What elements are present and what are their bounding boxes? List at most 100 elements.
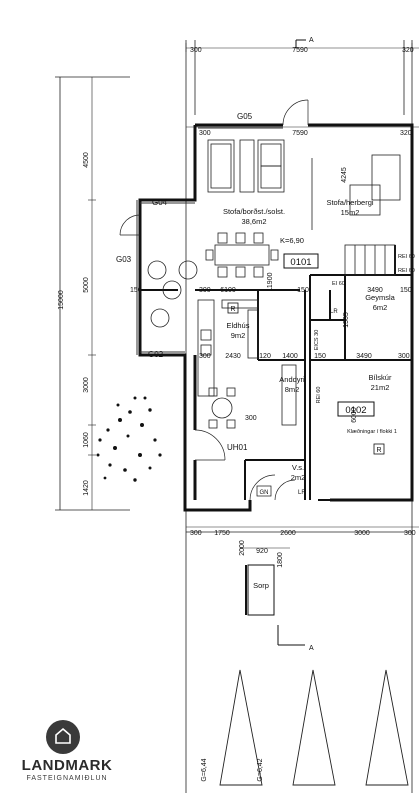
room-vs-area: 2m2 — [291, 473, 306, 482]
dim-bot-1800: 1800 — [277, 552, 284, 568]
dim-top-300-c: 300 — [199, 287, 211, 294]
level-g644: G=6,44 — [201, 758, 208, 781]
sorp-bin — [245, 564, 275, 616]
sofa-group — [207, 139, 313, 230]
level-k690: K=6,90 — [280, 236, 304, 245]
room-geymsla-name: Geymsla — [365, 293, 395, 302]
room-stofa-name: Stofa/borðst./solst. — [223, 207, 285, 216]
dim-15000: 15000 — [58, 290, 65, 310]
dim-bot-2600: 2600 — [280, 530, 296, 537]
parking-triangles — [219, 669, 409, 786]
room-anddyri-area: 8m2 — [285, 385, 300, 394]
brand-logo-icon — [46, 720, 80, 754]
top-dimension-lines — [185, 43, 419, 128]
bedroom-furniture — [349, 154, 401, 216]
dim-mid-6100: 6100 — [220, 287, 236, 294]
dim-bot-2000: 2000 — [239, 540, 246, 556]
dim-wall-top: 7590 — [292, 130, 308, 137]
section-mark-bottom — [277, 625, 305, 646]
r-marker-b: R — [376, 447, 381, 454]
r-marker-box-a — [227, 302, 239, 314]
kitchen-table — [208, 387, 236, 429]
room-eldhus-name: Eldhús — [227, 321, 250, 330]
dim-320-top: 320 — [402, 47, 414, 54]
room-herbergi-name: Stofa/herbergi — [326, 198, 373, 207]
dim-k2-120: 120 — [259, 353, 271, 360]
dim-1505: 1505 — [343, 312, 350, 328]
bottom-dimension-lines — [186, 526, 419, 549]
dim-320-wall: 320 — [400, 130, 412, 137]
dim-6000: 6000 — [351, 407, 358, 423]
dim-k2-300-c: 300 — [398, 353, 410, 360]
dim-1420: 1420 — [83, 480, 90, 496]
dim-k2-300: 300 — [199, 353, 211, 360]
gn-box — [256, 485, 272, 497]
doors — [119, 99, 309, 501]
rei60-a: REI 60 — [398, 254, 415, 260]
dim-mid-150-a: 150 — [130, 287, 142, 294]
dim-bot-300: 300 — [190, 530, 202, 537]
r-marker-a: R — [230, 306, 235, 313]
rei60-c: REI 60 — [316, 387, 322, 404]
unit-0101: 0101 — [290, 257, 311, 268]
dim-3000: 3000 — [83, 377, 90, 393]
sunroom-chairs — [147, 260, 198, 328]
dim-mid-3490: 3490 — [367, 287, 383, 294]
left-dimensions: 15000 4500 5000 3000 1060 1420 — [58, 152, 90, 496]
dim-bot-920: 920 — [256, 548, 268, 555]
dim-bot-3000: 3000 — [354, 530, 370, 537]
brand-subtitle: FASTEIGNAMIÐLUN — [26, 775, 108, 782]
room-bilskur-name: Bílskúr — [369, 373, 392, 382]
window-g02: G02 — [148, 350, 164, 359]
dim-300-top: 300 — [190, 47, 202, 54]
room-stofa-area: 38,6m2 — [241, 217, 266, 226]
unit-0102: 0102 — [345, 405, 366, 416]
dim-k2-3490: 3490 — [356, 353, 372, 360]
stairs — [344, 244, 396, 276]
unit-box-0101 — [283, 253, 319, 269]
dim-k2-2430: 2430 — [225, 353, 241, 360]
room-herbergi-area: 15m2 — [341, 208, 360, 217]
room-eldhus-area: 9m2 — [231, 331, 246, 340]
lr-a: LR — [330, 309, 338, 315]
room-bilskur-note: Klæðningar í flokki 1 — [347, 428, 397, 435]
window-g04: G04 — [152, 198, 168, 207]
level-g642: G=6,42 — [257, 758, 264, 781]
sorp-label: Sorp — [253, 581, 269, 590]
kitchen-counters — [197, 299, 259, 397]
window-g05: G05 — [237, 112, 253, 121]
dim-300-wall: 300 — [199, 130, 211, 137]
dim-mid-11900: 11900 — [267, 272, 274, 291]
dim-bot-1750: 1750 — [214, 530, 230, 537]
room-anddyri-name: Anddyri — [279, 375, 305, 384]
r-marker-box-b — [373, 443, 385, 455]
dim-5000: 5000 — [83, 277, 90, 293]
dim-k2-1400: 1400 — [282, 353, 298, 360]
dim-1060: 1060 — [83, 432, 90, 448]
dim-4245: 4245 — [341, 167, 348, 183]
left-dimension-lines — [88, 77, 96, 510]
room-geymsla-area: 6m2 — [373, 303, 388, 312]
room-bilskur-area: 21m2 — [371, 383, 390, 392]
lr-b: LR — [298, 490, 306, 496]
house-icon — [55, 727, 71, 744]
brand-name: LANDMARK — [21, 757, 113, 774]
door-uh01: UH01 — [227, 443, 248, 452]
section-mark-top — [295, 39, 306, 48]
unit-box-0102 — [337, 401, 375, 417]
section-label-bottom: A — [309, 645, 314, 652]
gn-label: GN — [260, 490, 269, 496]
dim-k2-150: 150 — [314, 353, 326, 360]
exterior-walls — [138, 123, 414, 512]
dim-bot-300-b: 300 — [404, 530, 416, 537]
ei60: EI 60 — [332, 281, 345, 287]
tree-symbol — [96, 396, 162, 482]
eics30: EICS 30 — [314, 330, 320, 350]
room-vs-name: V.s. — [292, 463, 304, 472]
dim-mid-150-c: 150 — [400, 287, 412, 294]
window-g03: G03 — [116, 255, 132, 264]
dining-table — [205, 232, 279, 278]
dim-4500: 4500 — [83, 152, 90, 168]
dim-uh-300: 300 — [245, 415, 257, 422]
